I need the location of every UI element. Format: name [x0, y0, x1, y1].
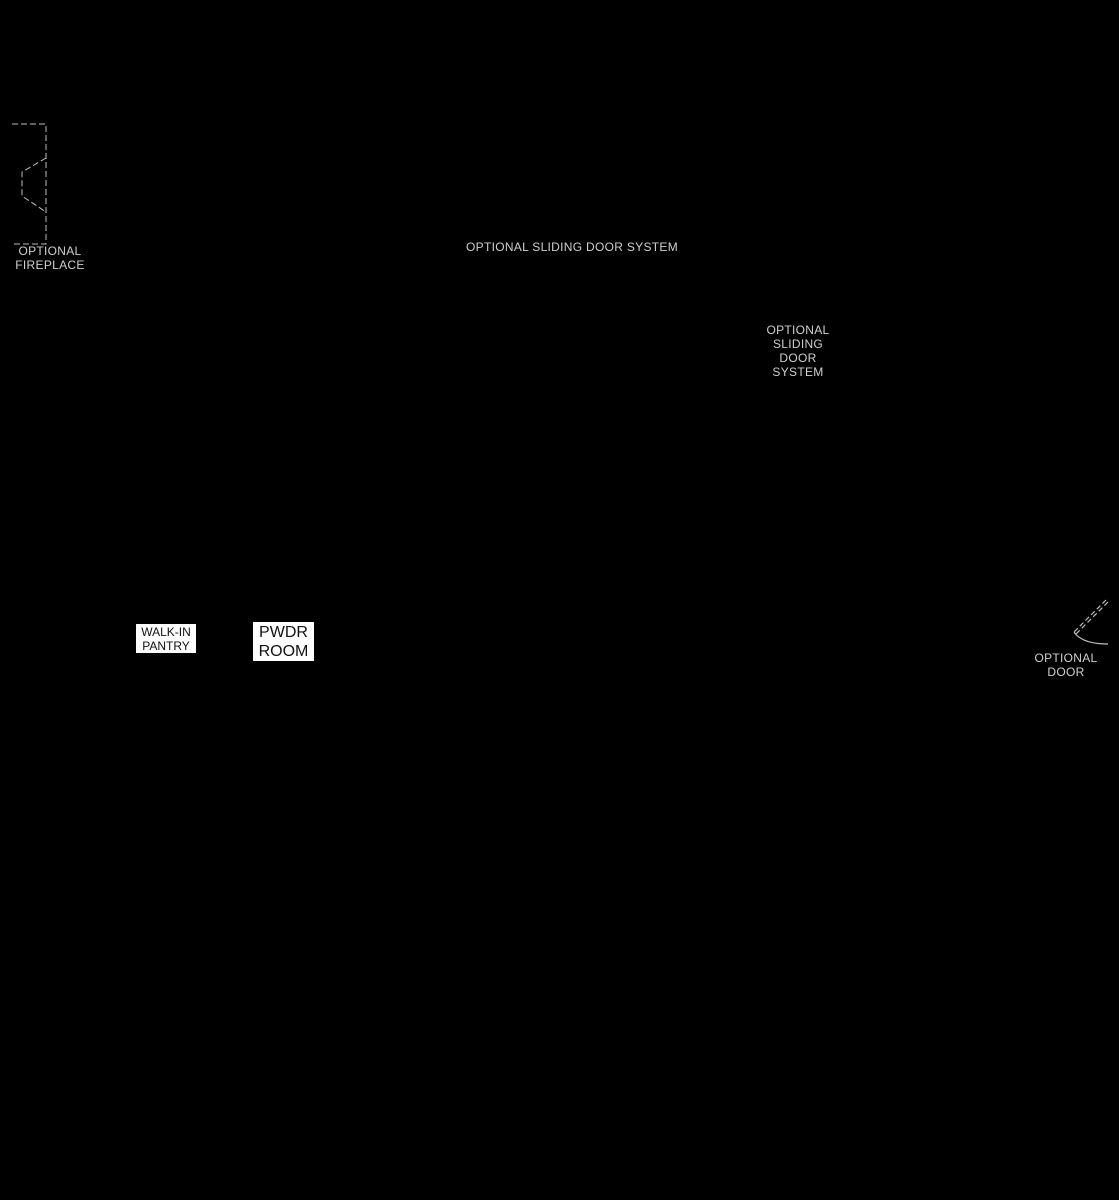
door-swing-icon — [1073, 599, 1109, 645]
label-line: SLIDING — [772, 337, 824, 351]
tag-line: PANTRY — [142, 639, 190, 653]
tag-line: ROOM — [258, 643, 309, 660]
label-line: DOOR — [1047, 665, 1085, 679]
label-line: OPTIONAL — [18, 244, 82, 258]
label-line: OPTIONAL — [1034, 651, 1098, 665]
optional-sliding-door-label-top: OPTIONAL SLIDING DOOR SYSTEM — [462, 240, 682, 254]
walk-in-pantry-tag: WALK-IN PANTRY — [136, 624, 196, 653]
label-line: SYSTEM — [772, 365, 824, 379]
powder-room-tag: PWDR ROOM — [253, 622, 314, 661]
label-line: OPTIONAL SLIDING DOOR SYSTEM — [466, 240, 678, 254]
optional-sliding-door-label-right: OPTIONAL SLIDING DOOR SYSTEM — [758, 323, 838, 379]
fireplace-icon — [12, 123, 47, 245]
label-line: DOOR — [779, 351, 817, 365]
optional-fireplace-label: OPTIONAL FIREPLACE — [8, 244, 92, 272]
tag-line: WALK-IN — [141, 625, 191, 639]
label-line: FIREPLACE — [15, 258, 85, 272]
label-line: OPTIONAL — [766, 323, 830, 337]
tag-line: PWDR — [259, 624, 308, 641]
optional-door-label: OPTIONAL DOOR — [1028, 651, 1104, 679]
